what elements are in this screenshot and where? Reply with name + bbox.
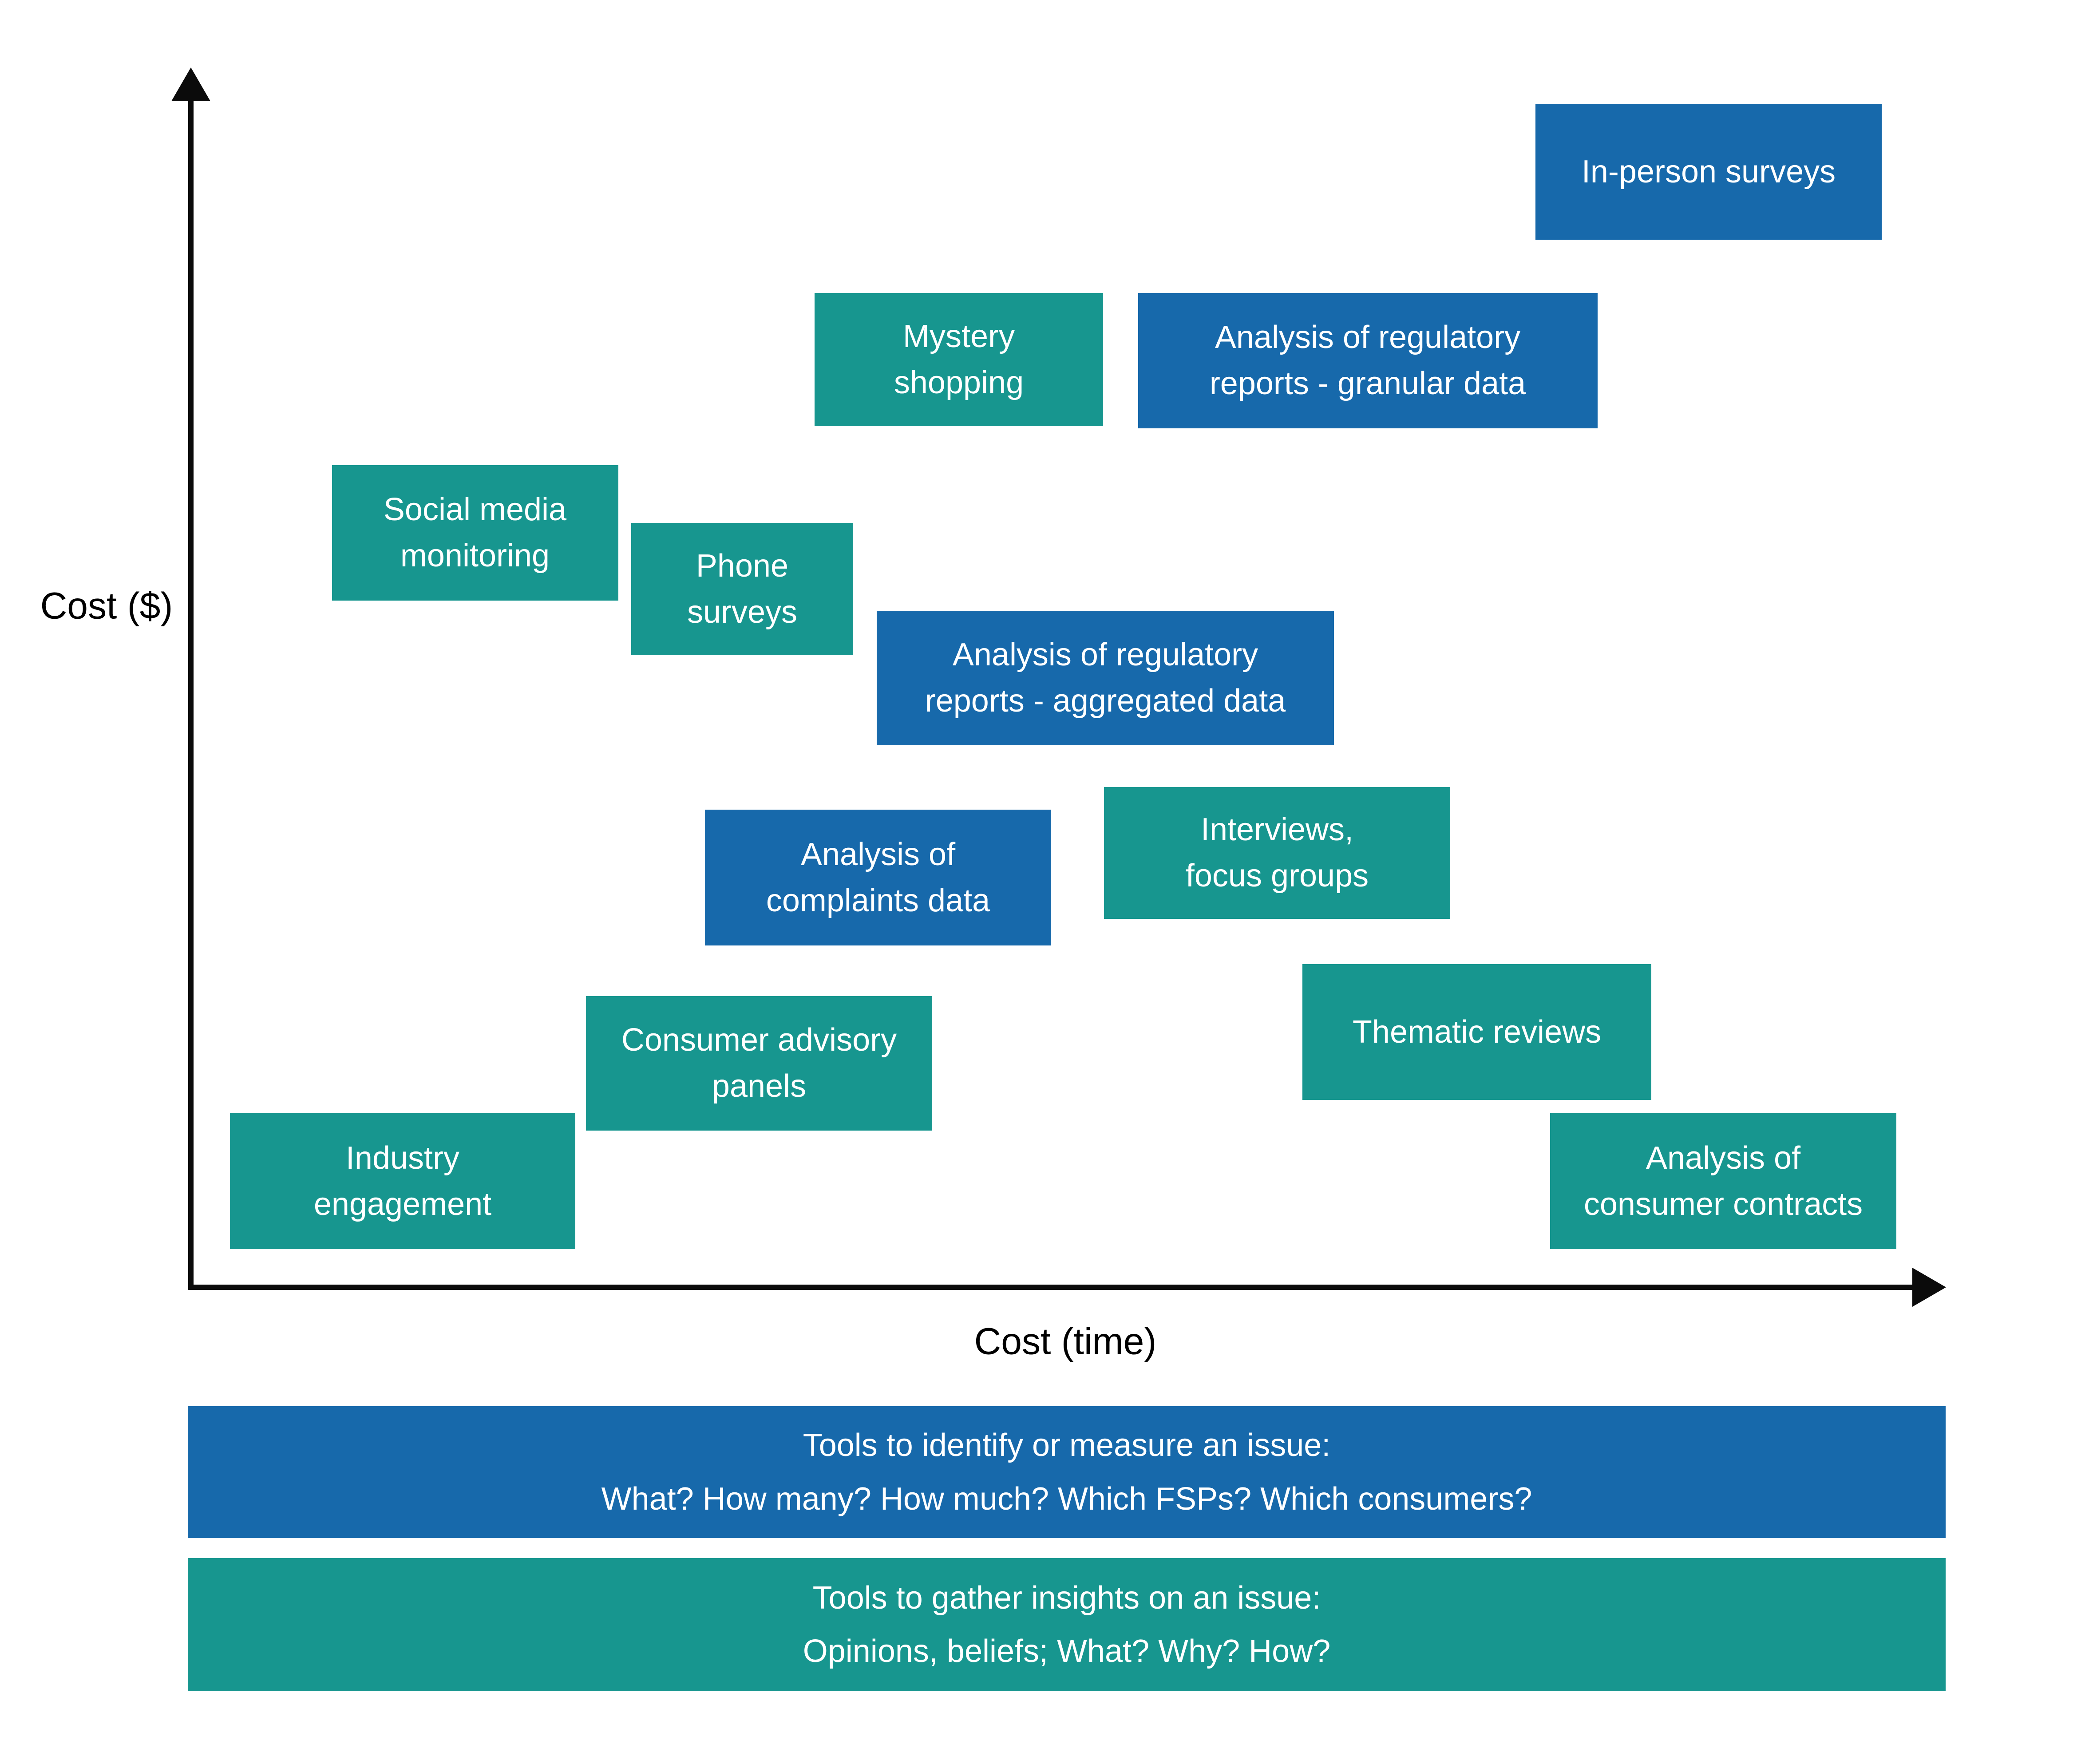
chart-box-consumer-contracts: Analysis of consumer contracts <box>1550 1113 1896 1249</box>
legend-identify-title: Tools to identify or measure an issue: <box>803 1428 1331 1463</box>
chart-box-consumer-advisory-panels: Consumer advisory panels <box>586 996 932 1131</box>
x-axis-label: Cost (time) <box>974 1320 1157 1362</box>
x-axis-arrowhead-icon <box>1912 1268 1946 1307</box>
y-axis-arrowhead-icon <box>171 67 210 101</box>
legend-insights-subtitle: Opinions, beliefs; What? Why? How? <box>803 1633 1331 1669</box>
legend-gather-insights: Tools to gather insights on an issue: Op… <box>188 1558 1946 1691</box>
chart-box-industry-engagement: Industry engagement <box>230 1113 575 1249</box>
chart-box-social-media-monitoring: Social media monitoring <box>332 465 618 601</box>
chart-box-regulatory-granular: Analysis of regulatory reports - granula… <box>1138 293 1598 428</box>
chart-box-interviews-focus-groups: Interviews, focus groups <box>1104 787 1450 919</box>
chart-box-regulatory-aggregated: Analysis of regulatory reports - aggrega… <box>877 610 1334 745</box>
legend-insights-title: Tools to gather insights on an issue: <box>812 1580 1321 1616</box>
chart-box-complaints-data: Analysis of complaints data <box>705 810 1051 945</box>
chart-box-thematic-reviews: Thematic reviews <box>1302 964 1651 1100</box>
y-axis-label: Cost ($) <box>40 585 173 627</box>
chart-box-phone-surveys: Phone surveys <box>631 523 853 655</box>
legend-identify-measure: Tools to identify or measure an issue: W… <box>188 1406 1946 1538</box>
chart-box-in-person-surveys: In-person surveys <box>1535 104 1882 240</box>
legend-identify-subtitle: What? How many? How much? Which FSPs? Wh… <box>601 1481 1532 1517</box>
x-axis-line <box>188 1285 1915 1290</box>
chart-box-mystery-shopping: Mystery shopping <box>815 293 1103 426</box>
y-axis-line <box>188 95 194 1290</box>
